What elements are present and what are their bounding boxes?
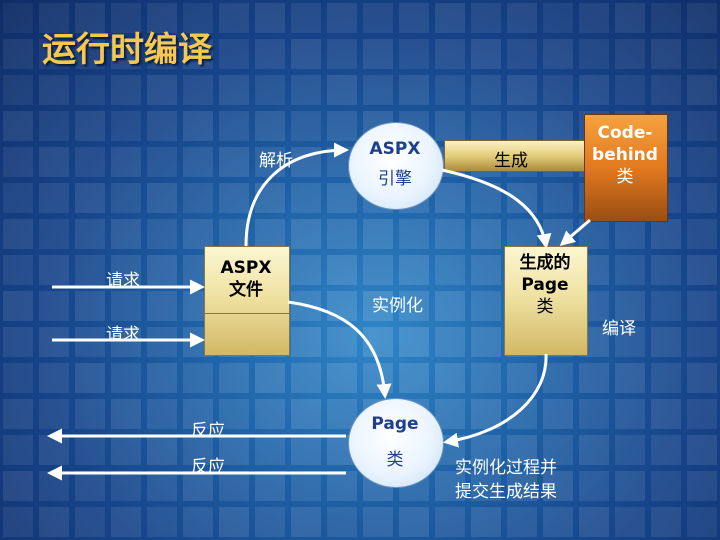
submit-label-line1: 实例化过程并 — [455, 458, 557, 478]
code-behind-line1: Code- — [597, 123, 653, 143]
page-class-line1: Page — [371, 414, 419, 434]
code-behind-line2: behind — [592, 145, 658, 165]
aspx-file-line1: ASPX — [220, 258, 272, 278]
code-behind-label: Code- behind 类 — [584, 122, 666, 188]
arrow-instantiate — [287, 300, 392, 399]
aspx-file-label: ASPX 文件 — [204, 257, 288, 301]
arrow-code-behind-to-generated — [559, 218, 591, 246]
page-class-label: Page 类 — [348, 413, 442, 471]
response-label-2: 反应 — [191, 457, 225, 477]
arrow-engine-to-generated — [441, 168, 552, 249]
generated-page-line2: Page — [521, 275, 569, 295]
generate-label: 生成 — [494, 151, 528, 171]
code-behind-line3: 类 — [616, 167, 634, 187]
aspx-engine-node — [348, 122, 444, 210]
generated-page-line1: 生成的 — [519, 253, 571, 273]
aspx-file-divider — [205, 313, 289, 314]
page-class-node — [348, 398, 444, 488]
arrow-submit-results — [443, 353, 548, 448]
code-behind-box — [584, 114, 668, 222]
generate-connector-bar — [444, 140, 586, 172]
arrow-parse — [244, 142, 349, 247]
aspx-engine-line2: 引擎 — [378, 169, 412, 189]
aspx-engine-label: ASPX 引擎 — [348, 138, 442, 190]
parse-label: 解析 — [259, 151, 293, 171]
generated-page-line3: 类 — [536, 297, 554, 317]
generated-page-box — [504, 246, 588, 356]
request-label-1: 请求 — [106, 271, 140, 291]
slide-title: 运行时编译 — [42, 30, 212, 70]
aspx-engine-line1: ASPX — [369, 139, 421, 159]
page-class-line2: 类 — [386, 450, 404, 470]
instantiate-label: 实例化 — [372, 296, 423, 316]
request-label-2: 请求 — [106, 325, 140, 345]
generated-page-label: 生成的 Page 类 — [504, 252, 586, 318]
compile-label: 编译 — [602, 319, 636, 339]
aspx-file-line2: 文件 — [229, 280, 263, 300]
response-label-1: 反应 — [191, 421, 225, 441]
submit-label-line2: 提交生成结果 — [455, 482, 557, 502]
